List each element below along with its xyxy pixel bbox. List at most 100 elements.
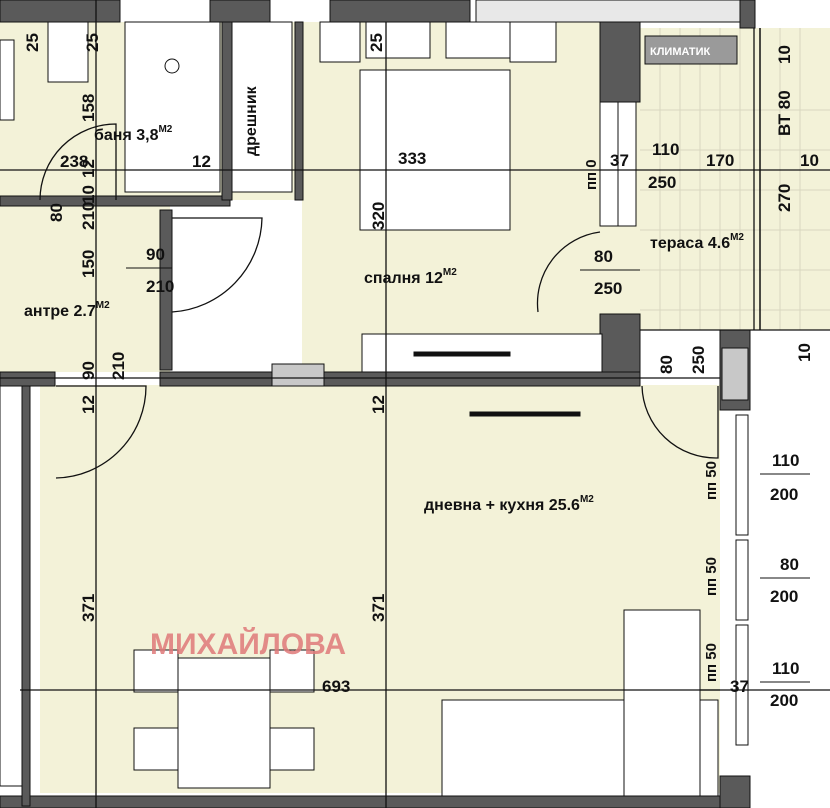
- dim-210-left2: 210: [109, 352, 128, 380]
- dimension-labels: 25 25 25 158 238 12 12 10 333 320 80 210…: [23, 33, 819, 710]
- wall-bath-right: [221, 21, 233, 201]
- chair-3: [133, 727, 179, 771]
- dim-25c: 25: [367, 33, 386, 52]
- dim-90-left: 90: [79, 361, 98, 380]
- vent-right: [721, 347, 749, 401]
- room-bedroom: спалня 12М2: [364, 267, 457, 287]
- win2-200: 200: [770, 587, 798, 606]
- dim-320: 320: [369, 202, 388, 230]
- dim-37-bottom: 37: [730, 677, 749, 696]
- wardrobe-box: [231, 21, 293, 193]
- window-living-2: [735, 539, 749, 621]
- dim-vt80: ВТ 80: [775, 90, 794, 136]
- sofa-chaise: [623, 609, 701, 797]
- wall-top-far: [739, 0, 756, 29]
- windows: [599, 28, 761, 746]
- win1-200: 200: [770, 485, 798, 504]
- liv-door-250: 250: [689, 346, 708, 374]
- floor-terrace: [640, 28, 830, 330]
- dim-12-bath: 12: [192, 152, 211, 171]
- dim-12-mid: 12: [369, 395, 388, 414]
- chair-4: [269, 727, 315, 771]
- kitchen-counter: [0, 385, 23, 787]
- wall-bedroom-bottom: [159, 371, 641, 387]
- vent-top: [475, 0, 741, 23]
- dim-25b: 25: [83, 33, 102, 52]
- dim-238: 238: [60, 152, 88, 171]
- watermark: МИХАЙЛОВА: [150, 627, 346, 661]
- door-210: 210: [146, 277, 174, 296]
- window-living-1: [735, 414, 749, 536]
- bed: [359, 69, 511, 231]
- win1-110: 110: [772, 451, 799, 470]
- terrace-tiles: [640, 28, 830, 330]
- dim-10-top-right: 10: [800, 151, 819, 170]
- dim-10-vert: 10: [775, 45, 794, 64]
- ac-unit: [644, 35, 738, 65]
- toilet: [47, 21, 89, 83]
- wall-wardrobe-right: [294, 21, 304, 201]
- dim-10-bath-v: 10: [79, 185, 98, 204]
- nightstand-left: [319, 21, 361, 63]
- room-antre: антре 2.7М2: [24, 300, 110, 320]
- win2-80: 80: [780, 555, 799, 574]
- door-terrace: [536, 231, 601, 313]
- sink: [0, 39, 15, 121]
- dim-210-left: 210: [79, 202, 98, 230]
- dim-12-bath-v: 12: [79, 159, 98, 178]
- pp50-1: пп 50: [703, 461, 720, 500]
- bed-pillow-right: [445, 21, 511, 59]
- shower: [124, 21, 221, 193]
- win-110-top: 110: [652, 140, 679, 159]
- door-bath: [39, 123, 117, 201]
- wall-top-mid: [209, 0, 271, 23]
- tv-2: [469, 411, 581, 417]
- wall-antre-right: [159, 209, 173, 371]
- win3-200: 200: [770, 691, 798, 710]
- door-living: [55, 385, 147, 479]
- table: [177, 657, 271, 789]
- wall-bottom: [0, 795, 721, 808]
- dim-37-top: 37: [610, 151, 629, 170]
- dim-12-left: 12: [79, 395, 98, 414]
- dim-25a: 25: [23, 33, 42, 52]
- dim-270: 270: [775, 184, 794, 212]
- room-wardrobe: дрешник: [243, 85, 260, 156]
- dim-80-left: 80: [47, 203, 66, 222]
- wall-antre-bottom: [0, 371, 56, 387]
- floor-antre: [0, 200, 170, 372]
- window-living-3: [735, 624, 749, 746]
- tv: [413, 351, 511, 357]
- dim-10-bottom: 10: [795, 343, 814, 362]
- doors: [39, 123, 719, 479]
- wall-left: [21, 385, 31, 807]
- room-living: дневна + кухня 25.6М2: [424, 494, 594, 514]
- tdoor-250: 250: [594, 279, 622, 298]
- dim-371-mid: 371: [369, 594, 388, 622]
- tdoor-80: 80: [594, 247, 613, 266]
- nightstand-right: [509, 21, 557, 63]
- wall-bedroom-right-top: [599, 21, 641, 103]
- room-bath: баня 3,8М2: [94, 124, 173, 144]
- chair-2: [269, 649, 315, 693]
- shower-drain: [164, 58, 180, 74]
- door-living-right: [641, 385, 719, 459]
- win3-110: 110: [772, 659, 799, 678]
- dim-371-left: 371: [79, 594, 98, 622]
- dim-170: 170: [706, 151, 734, 170]
- dim-150: 150: [79, 250, 98, 278]
- bed-pillow-left: [365, 21, 431, 59]
- pp50-3: пп 50: [703, 643, 720, 682]
- dim-693: 693: [322, 677, 350, 696]
- wall-living-right-bottom: [719, 775, 751, 808]
- wall-bath-bottom: [0, 195, 231, 207]
- win-250-top: 250: [648, 173, 676, 192]
- vent-mid: [271, 363, 325, 387]
- dim-158: 158: [79, 94, 98, 122]
- door-90: 90: [146, 245, 165, 264]
- wall-top-right: [329, 0, 471, 23]
- room-terrace: тераса 4.6М2: [650, 232, 744, 252]
- door-antre: [171, 217, 263, 313]
